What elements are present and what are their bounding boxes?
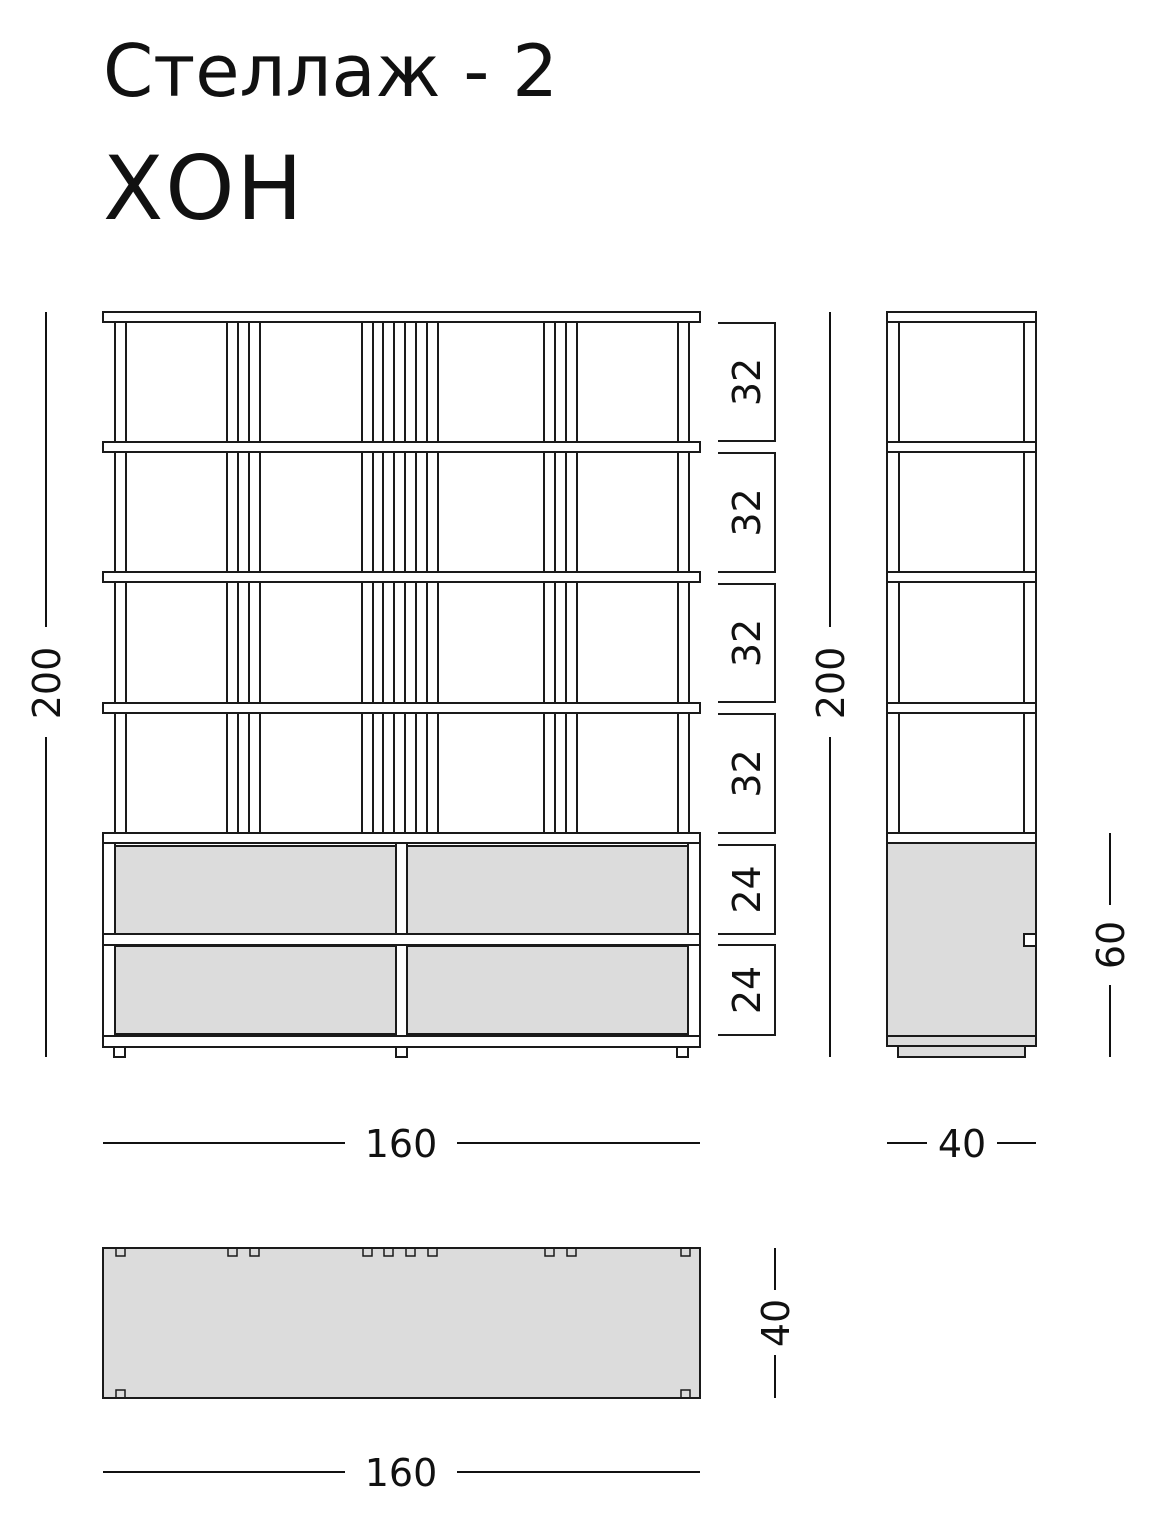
shelf-board [102, 832, 701, 844]
top-view-outline [102, 1247, 701, 1399]
side-shelf-board [886, 571, 1037, 583]
side-shelf-board [886, 311, 1037, 323]
cabinet-height-label: 60 [1089, 921, 1133, 969]
front-view [102, 311, 701, 1058]
post-mark [544, 1249, 555, 1257]
side-cabinet [886, 841, 1037, 1038]
side-height-label: 200 [809, 647, 853, 720]
section-bracket [718, 844, 776, 935]
post-mark [115, 1249, 126, 1257]
shelf-board [102, 441, 701, 453]
post-mark [362, 1249, 373, 1257]
side-shelf-board [886, 702, 1037, 714]
section-bracket [718, 322, 776, 442]
section-bracket [718, 944, 776, 1036]
section-label: 32 [725, 749, 769, 797]
drawer-front [114, 845, 397, 935]
post-mark [383, 1249, 394, 1257]
model-name: ХОН [103, 137, 305, 240]
side-shelf-board [886, 441, 1037, 453]
post-mark [405, 1249, 416, 1257]
section-label: 32 [725, 619, 769, 667]
front-width-label: 160 [365, 1122, 438, 1166]
post-mark [680, 1249, 691, 1257]
foot [395, 1046, 408, 1058]
foot [113, 1046, 126, 1058]
section-label: 32 [725, 358, 769, 406]
section-height-labels: 32 32 32 32 24 24 [718, 322, 776, 1036]
shelf-board [102, 311, 701, 323]
top-view [102, 1247, 701, 1399]
drawer-front [406, 945, 689, 1035]
side-cabinet-bottom [886, 1035, 1037, 1047]
section-label: 24 [725, 966, 769, 1014]
drawer-front [406, 845, 689, 935]
post-mark [227, 1249, 238, 1257]
shelf-board [102, 571, 701, 583]
foot [676, 1046, 689, 1058]
section-bracket [718, 452, 776, 573]
side-depth-label: 40 [938, 1122, 986, 1166]
drawer-front [114, 945, 397, 1035]
post-mark [427, 1249, 438, 1257]
handle [1023, 933, 1037, 947]
post-mark [115, 1389, 126, 1397]
cabinet-shelf [102, 933, 701, 946]
post-mark [566, 1249, 577, 1257]
section-label: 24 [725, 865, 769, 913]
top-depth-label: 40 [754, 1299, 798, 1347]
section-bracket [718, 713, 776, 834]
post-mark [249, 1249, 260, 1257]
top-width-label: 160 [365, 1451, 438, 1495]
section-bracket [718, 583, 776, 703]
post-mark [680, 1389, 691, 1397]
side-shelf-board [886, 832, 1037, 844]
side-plinth [897, 1045, 1026, 1058]
page-title: Стеллаж - 2 [103, 29, 559, 113]
side-view [886, 311, 1037, 1058]
front-height-label: 200 [25, 647, 69, 720]
section-label: 32 [725, 488, 769, 536]
dimension-annotations: 200 32 32 32 32 24 24 200 60 160 40 40 160 [25, 312, 1133, 1495]
shelf-board [102, 702, 701, 714]
cabinet-bottom [102, 1035, 701, 1048]
